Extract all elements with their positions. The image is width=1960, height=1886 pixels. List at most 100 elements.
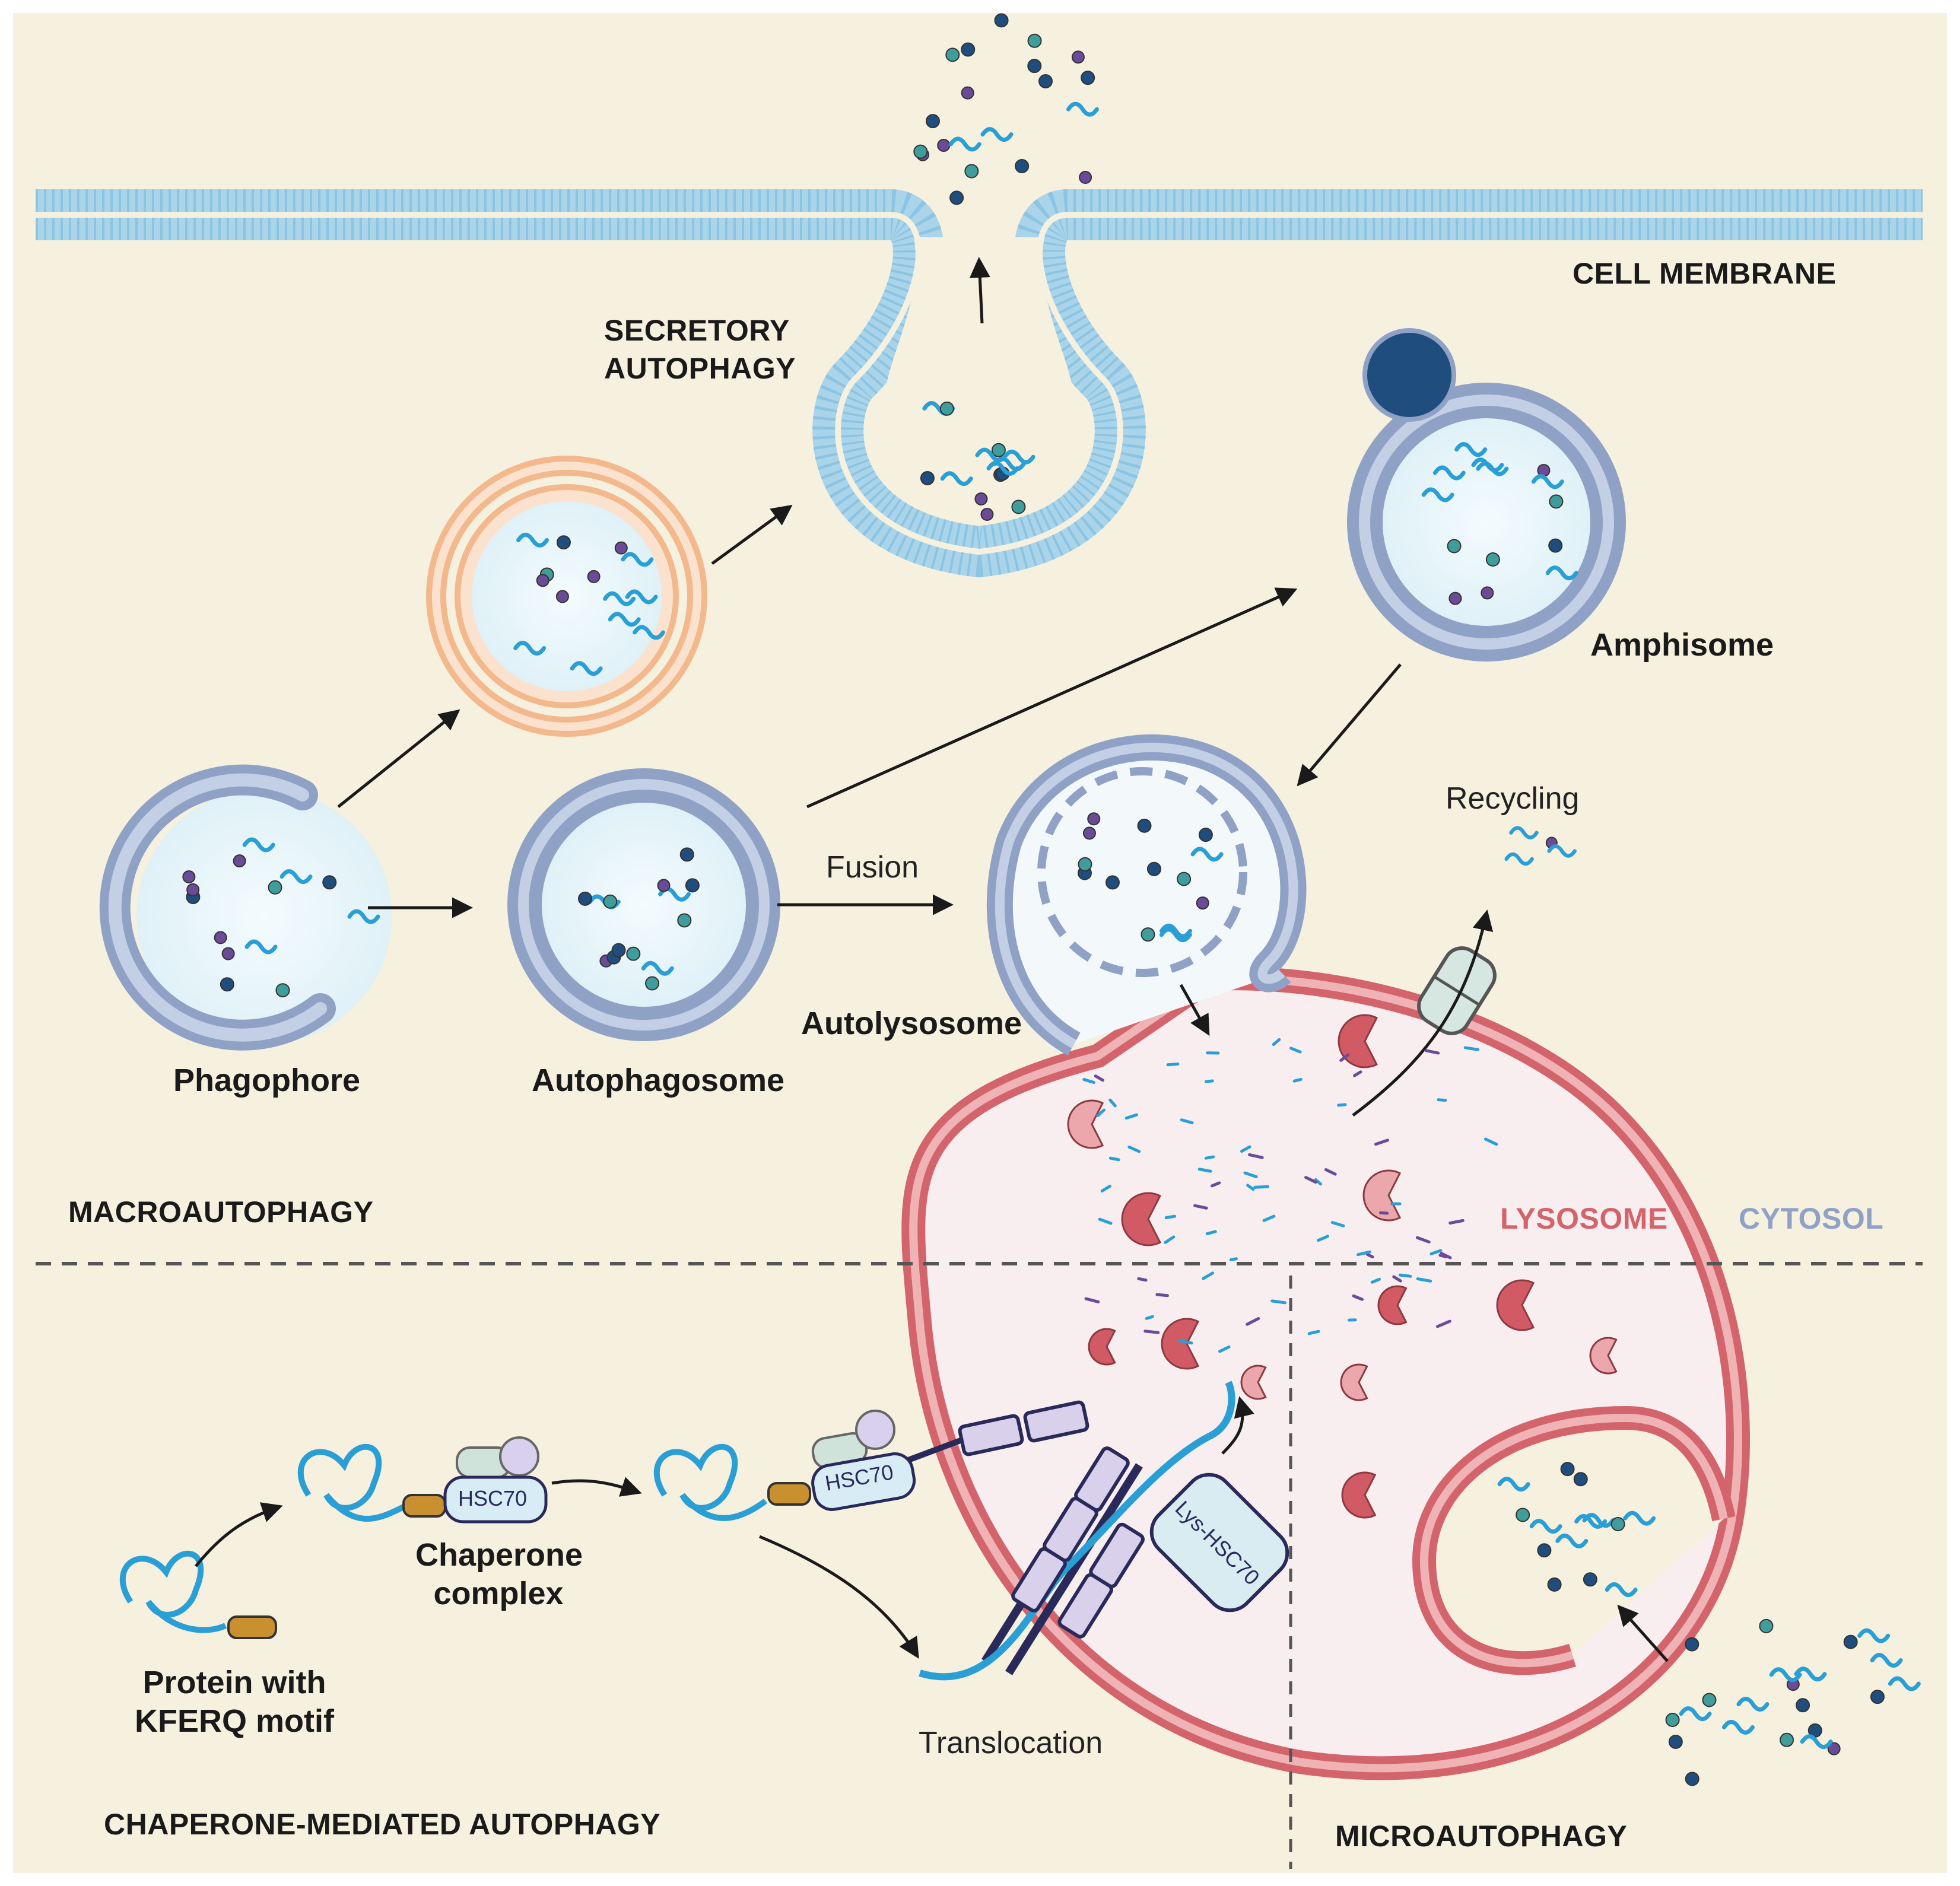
protein-squiggle — [1545, 565, 1578, 581]
peptide-fragment — [1317, 1235, 1330, 1242]
peptide-fragment — [1108, 1098, 1117, 1108]
protein-squiggle — [1432, 465, 1466, 481]
protein-squiggle — [1190, 847, 1224, 862]
cargo-dot — [1573, 1472, 1588, 1487]
cargo-dot — [1015, 158, 1030, 173]
cargo-dot — [322, 875, 337, 890]
lysosomal-enzymes — [1067, 1014, 1618, 1519]
chaperone-complex-protein — [298, 1436, 548, 1524]
cargo-dot — [964, 164, 979, 179]
cargo-dot — [1583, 1572, 1597, 1587]
peptide-fragment — [1098, 1217, 1113, 1225]
peptide-fragment — [1352, 1294, 1364, 1301]
protein-squiggle — [975, 447, 1008, 463]
arrow-protein-chaperone — [195, 1502, 283, 1567]
peptide-fragment — [1292, 1077, 1303, 1083]
arrow-degradation — [1179, 984, 1210, 1036]
degraded-fragments — [1082, 1038, 1498, 1353]
chaperone-complex-label-2: complex — [433, 1576, 564, 1611]
hydrolase-enzyme — [1589, 1337, 1618, 1375]
cargo-dot — [1141, 927, 1155, 942]
cargo-dot — [920, 471, 935, 486]
peptide-fragment — [1094, 1074, 1105, 1082]
arrow-secretory-membrane — [711, 504, 793, 565]
protein-squiggle — [948, 136, 981, 152]
hydrolase-enzyme — [1240, 1365, 1267, 1400]
protein-squiggle — [1582, 1513, 1615, 1528]
secretory-autophagy-label-1: SECRETORY — [604, 314, 790, 347]
cargo-dot — [214, 931, 227, 944]
hydrolase-enzyme — [1362, 1169, 1402, 1222]
cargo-dot — [1078, 857, 1092, 872]
cargo-dot — [1079, 170, 1092, 184]
peptide-fragment — [1164, 1235, 1176, 1244]
peptide-fragment — [1155, 1293, 1169, 1297]
cargo-dot — [1870, 1690, 1885, 1704]
fusion-label: Fusion — [826, 850, 919, 885]
peptide-fragment — [1164, 1214, 1177, 1219]
peptide-fragment — [1204, 1155, 1215, 1160]
protein-squiggle — [1509, 826, 1539, 839]
peptide-fragment — [1438, 1254, 1448, 1258]
protein-squiggle — [1857, 1628, 1891, 1643]
cargo-dot — [685, 878, 700, 893]
cargo-particles — [182, 13, 1921, 1786]
peptide-fragment — [1177, 1339, 1193, 1345]
cargo-dot — [1196, 896, 1209, 910]
cargo-dot — [1038, 74, 1053, 88]
peptide-fragment — [1100, 1184, 1111, 1193]
cargo-dot — [657, 879, 671, 892]
kferq-protein — [120, 1550, 277, 1639]
lysosome-label: LYSOSOME — [1500, 1202, 1668, 1235]
protein-squiggle — [1623, 1510, 1656, 1526]
hydrolase-enzyme — [1377, 1285, 1408, 1325]
peptide-fragment — [1374, 1138, 1390, 1146]
peptide-fragment — [1145, 1315, 1154, 1320]
hydrolase-enzyme — [1067, 1099, 1104, 1149]
arrow-translocated — [1221, 1396, 1254, 1455]
microautophagy-label: MICROAUTOPHAGY — [1335, 1820, 1628, 1853]
cargo-dot — [1027, 59, 1042, 74]
cargo-dot — [677, 913, 692, 928]
protein-squiggle — [986, 460, 1019, 476]
cargo-dot — [1843, 1634, 1858, 1649]
cargo-dot — [994, 13, 1009, 28]
cargo-dot — [555, 590, 569, 603]
arrow-amphisome-lysosome — [1297, 663, 1402, 787]
peptide-fragment — [1370, 1277, 1381, 1284]
arrow-recycling — [1352, 909, 1494, 1117]
peptide-fragment — [1127, 1145, 1141, 1153]
peptide-fragment — [1357, 1250, 1371, 1257]
membrane-pit — [884, 237, 1075, 525]
protein-squiggle — [1794, 1666, 1827, 1682]
chaperone-complex-label-1: Chaperone — [415, 1537, 583, 1573]
autolysosome — [986, 734, 1307, 1056]
cargo-dot — [939, 401, 954, 416]
protein-squiggle — [1159, 927, 1192, 943]
peptide-fragment — [1082, 1078, 1095, 1084]
cargo-dot — [1549, 494, 1564, 509]
protein-squiggle — [516, 532, 549, 548]
cargo-dot — [1516, 1507, 1530, 1522]
protein-squiggle — [1066, 101, 1099, 117]
peptide-fragment — [1270, 1299, 1286, 1305]
peptide-fragment — [1463, 1046, 1480, 1051]
protein-squiggle — [1476, 461, 1509, 476]
endosome-dot — [1362, 328, 1456, 422]
cargo-dot — [536, 574, 549, 587]
cargo-dot — [1071, 50, 1085, 64]
hsc70-shape-a — [443, 1475, 548, 1524]
protein-squiggle — [279, 869, 313, 885]
protein-squiggle — [940, 471, 973, 486]
peptide-fragment — [1240, 1145, 1251, 1153]
cargo-dot — [1780, 1732, 1794, 1747]
cargo-dot — [556, 535, 571, 550]
peptide-fragment — [1262, 1214, 1276, 1222]
protein-squiggle — [1547, 844, 1577, 858]
protein-squiggle — [1497, 1477, 1530, 1492]
cargo-dot — [1198, 828, 1213, 842]
cargo-dot — [1082, 826, 1096, 840]
protein-squiggle — [1605, 1582, 1638, 1597]
cargo-dot — [578, 891, 593, 906]
cell-membrane — [36, 189, 1923, 578]
